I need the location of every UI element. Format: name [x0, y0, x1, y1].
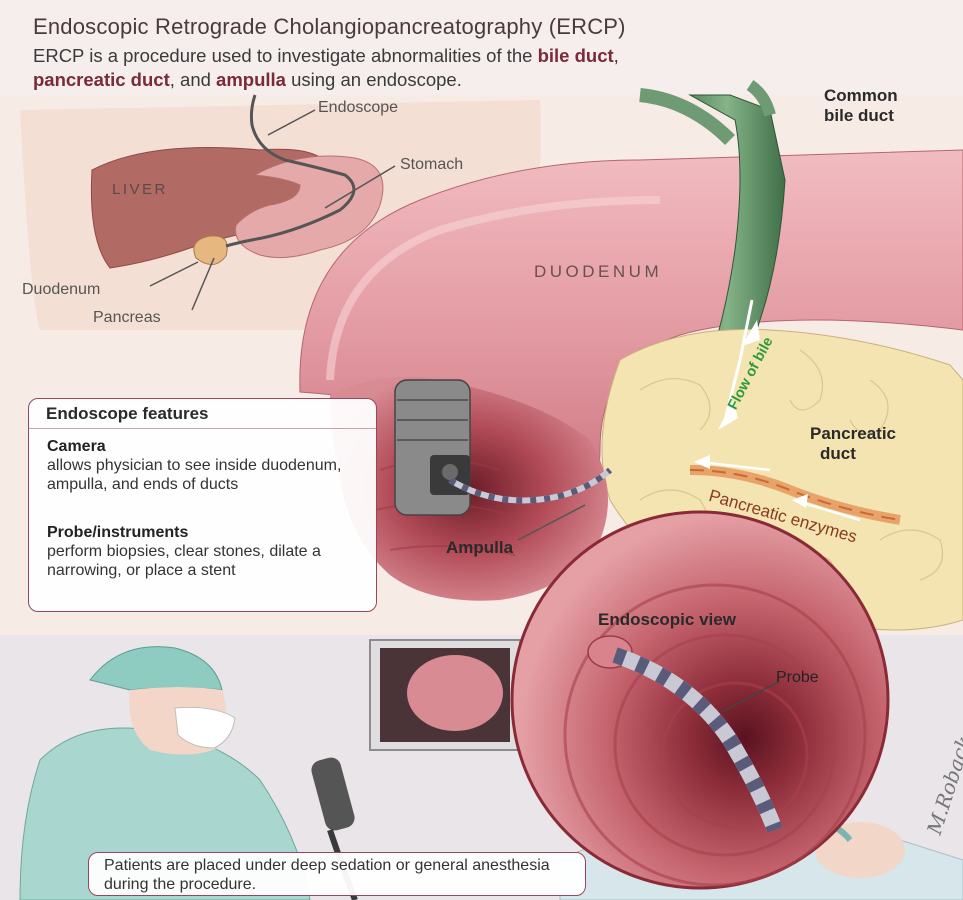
- subtitle-text-3: , and: [169, 69, 217, 90]
- feature-probe: Probe/instruments perform biopsies, clea…: [47, 523, 347, 580]
- endoscope-features-box: Endoscope features Camera allows physici…: [28, 398, 377, 612]
- feature-camera: Camera allows physician to see inside du…: [47, 437, 347, 494]
- page-title: Endoscopic Retrograde Cholangiopancreato…: [33, 14, 626, 39]
- small-endoscope-line: [225, 94, 356, 248]
- subtitle-term-ampulla: ampulla: [216, 69, 286, 90]
- stomach-shape: [235, 155, 384, 259]
- subtitle-text-2: ,: [613, 45, 619, 66]
- features-title: Endoscope features: [29, 399, 376, 429]
- doctor-mask: [174, 707, 236, 749]
- sedation-note: Patients are placed under deep sedation …: [88, 852, 586, 896]
- label-pancreatic-duct-line2: duct: [820, 444, 856, 463]
- label-pancreas: Pancreas: [93, 309, 161, 326]
- small-duodenum-shape: [193, 235, 228, 265]
- feature-camera-heading: Camera: [47, 438, 106, 455]
- subtitle-text-4: using an endoscope.: [285, 69, 462, 90]
- endoscope-handset: [311, 757, 355, 831]
- feature-probe-heading: Probe/instruments: [47, 524, 189, 541]
- label-endoscopic-view: Endoscopic view: [598, 610, 736, 629]
- label-common-bile-duct: Common bile duct: [824, 86, 898, 126]
- label-liver: LIVER: [112, 181, 168, 198]
- label-endoscope: Endoscope: [318, 99, 399, 116]
- label-duodenum-small: Duodenum: [22, 281, 101, 298]
- label-stomach: Stomach: [400, 156, 464, 173]
- subtitle-text-1: ERCP is a procedure used to investigate …: [33, 45, 538, 66]
- label-pancreatic-duct: Pancreatic duct: [810, 424, 896, 464]
- label-common-bile-duct-line2: bile duct: [824, 106, 894, 125]
- subtitle-term-bile-duct: bile duct: [537, 45, 614, 66]
- page-subtitle: ERCP is a procedure used to investigate …: [33, 44, 953, 92]
- label-probe: Probe: [776, 669, 819, 686]
- label-common-bile-duct-line1: Common: [824, 86, 898, 105]
- feature-camera-body: allows physician to see inside duodenum,…: [47, 457, 342, 493]
- label-pancreatic-duct-line1: Pancreatic: [810, 424, 896, 443]
- subtitle-term-pancreatic-duct: pancreatic duct: [33, 69, 170, 90]
- label-duodenum-large: DUODENUM: [534, 262, 663, 281]
- label-ampulla: Ampulla: [446, 538, 514, 557]
- feature-probe-body: perform biopsies, clear stones, dilate a…: [47, 543, 321, 579]
